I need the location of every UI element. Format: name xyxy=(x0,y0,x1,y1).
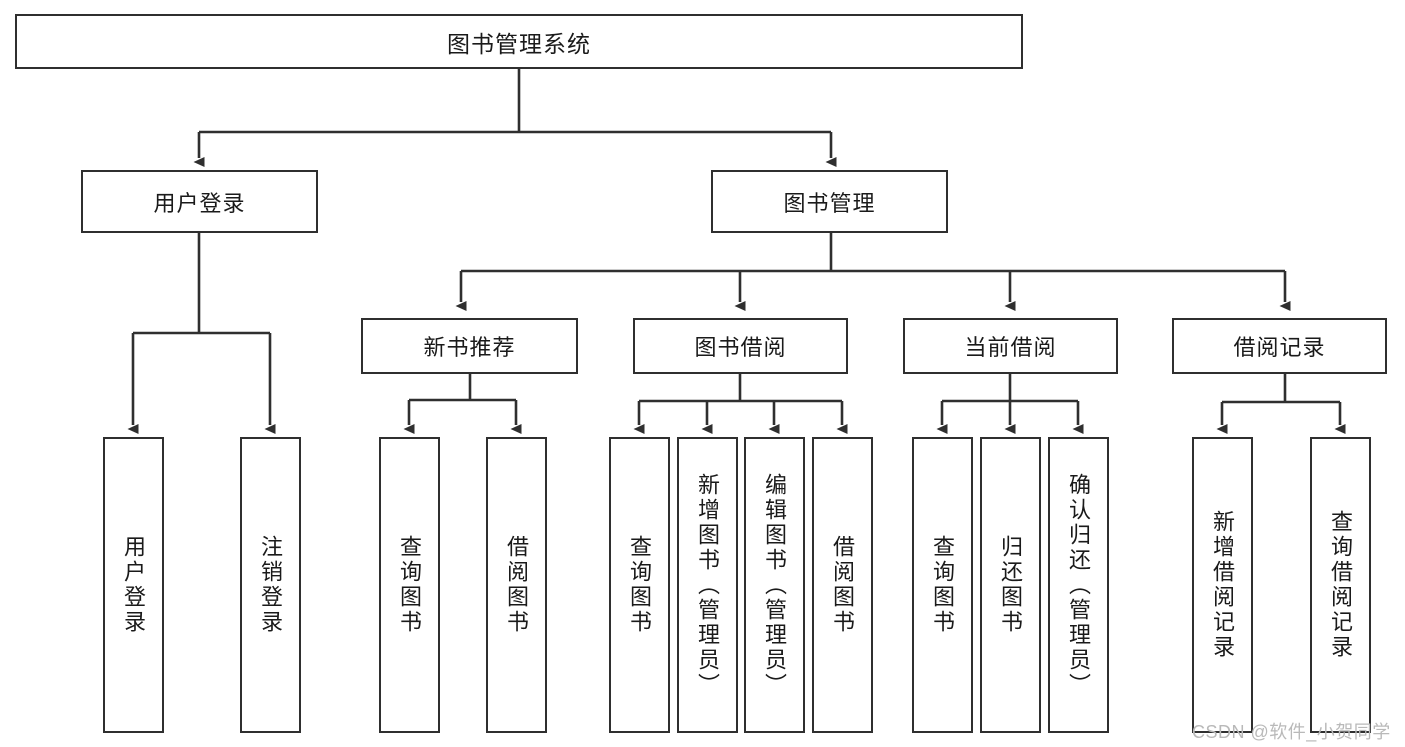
leaf-current-return-book[interactable]: 归还图书 xyxy=(980,437,1041,733)
node-user-login[interactable]: 用户登录 xyxy=(81,170,318,233)
leaf-record-add-borrow-record[interactable]: 新增借阅记录 xyxy=(1192,437,1253,733)
node-label: 归还图书 xyxy=(998,535,1024,635)
leaf-current-query-book[interactable]: 查询图书 xyxy=(912,437,973,733)
node-label: 图书管理 xyxy=(783,190,876,216)
leaf-borrow-query-book[interactable]: 查询图书 xyxy=(609,437,670,733)
node-book-borrow[interactable]: 图书借阅 xyxy=(633,318,848,374)
node-label: 新增借阅记录 xyxy=(1210,510,1236,660)
node-label: 借阅记录 xyxy=(1233,335,1326,360)
leaf-record-query-borrow-record[interactable]: 查询借阅记录 xyxy=(1310,437,1371,733)
node-label: 查询图书 xyxy=(627,535,653,635)
leaf-borrow-edit-book-admin[interactable]: 编辑图书（管理员） xyxy=(744,437,805,733)
node-borrow-record[interactable]: 借阅记录 xyxy=(1172,318,1387,374)
leaf-user-login-login[interactable]: 用户登录 xyxy=(103,437,164,733)
node-label: 查询借阅记录 xyxy=(1328,510,1354,660)
node-label: 查询图书 xyxy=(397,535,423,635)
watermark: CSDN @软件_小贺同学 xyxy=(1192,722,1391,742)
node-label: 当前借阅 xyxy=(964,335,1057,360)
node-label: 借阅图书 xyxy=(830,535,856,635)
node-label: 用户登录 xyxy=(153,190,246,216)
node-label: 查询图书 xyxy=(930,535,956,635)
leaf-recommend-borrow-book[interactable]: 借阅图书 xyxy=(486,437,547,733)
node-label: 确认归还（管理员） xyxy=(1066,472,1092,698)
node-label: 借阅图书 xyxy=(504,535,530,635)
node-label: 新书推荐 xyxy=(423,335,516,360)
node-label: 注销登录 xyxy=(258,535,284,635)
node-label: 图书管理系统 xyxy=(447,30,591,57)
node-label: 用户登录 xyxy=(121,535,147,635)
leaf-recommend-query-book[interactable]: 查询图书 xyxy=(379,437,440,733)
node-root-system[interactable]: 图书管理系统 xyxy=(15,14,1023,69)
leaf-borrow-add-book-admin[interactable]: 新增图书（管理员） xyxy=(677,437,738,733)
leaf-borrow-borrow-book[interactable]: 借阅图书 xyxy=(812,437,873,733)
node-label: 编辑图书（管理员） xyxy=(762,472,788,698)
node-new-book-recommend[interactable]: 新书推荐 xyxy=(361,318,578,374)
node-book-management[interactable]: 图书管理 xyxy=(711,170,948,233)
node-label: 图书借阅 xyxy=(694,335,787,360)
leaf-user-login-logout[interactable]: 注销登录 xyxy=(240,437,301,733)
leaf-current-confirm-return-admin[interactable]: 确认归还（管理员） xyxy=(1048,437,1109,733)
node-label: 新增图书（管理员） xyxy=(695,472,721,698)
node-current-borrow[interactable]: 当前借阅 xyxy=(903,318,1118,374)
